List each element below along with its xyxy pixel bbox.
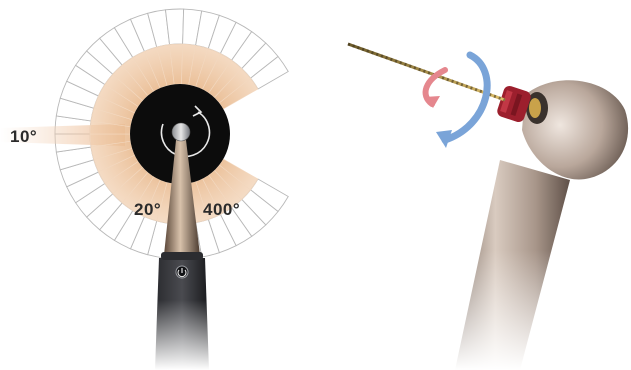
- four-hundred-degree-label: 400°: [203, 200, 241, 219]
- contra-angle-handpiece: [347, 42, 629, 370]
- power-icon: [175, 265, 189, 279]
- motor-handpiece: [150, 122, 216, 370]
- collet: [497, 86, 531, 122]
- twenty-degree-label: 20°: [134, 200, 162, 219]
- endo-file: [347, 42, 506, 102]
- circular-arrow-icon: [160, 105, 211, 158]
- ten-degree-label: 10°: [10, 127, 38, 146]
- rotation-arrows-icon: [422, 51, 491, 148]
